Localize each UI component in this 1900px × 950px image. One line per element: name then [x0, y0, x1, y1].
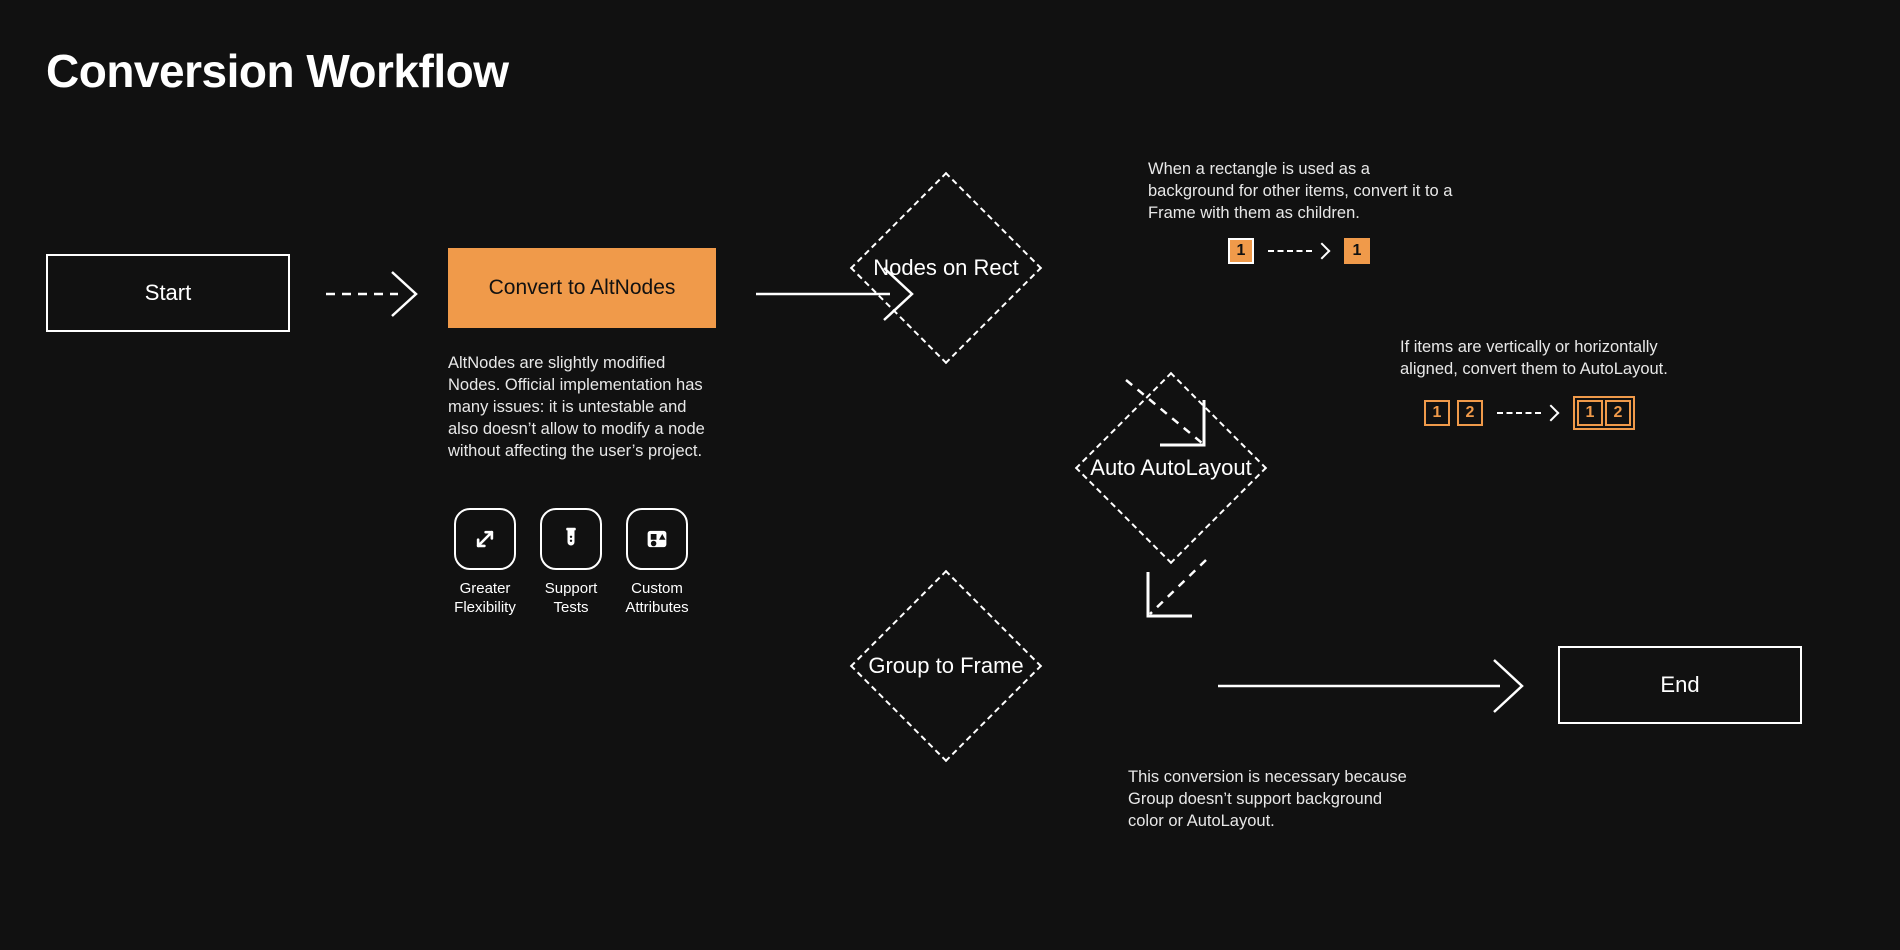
edge-start-to-convert	[326, 271, 418, 317]
annotation-nodes-on-rect-illustration: 1 1	[1228, 238, 1370, 264]
node-end[interactable]: End	[1558, 646, 1802, 724]
shapes-icon	[647, 530, 667, 548]
node-convert-to-altnodes[interactable]: Convert to AltNodes	[448, 248, 716, 328]
badge-before-1: 1	[1424, 400, 1450, 426]
convert-description: AltNodes are slightly modified Nodes. Of…	[448, 354, 705, 460]
badge-after-1: 1	[1577, 400, 1603, 426]
node-auto-autolayout[interactable]: Auto AutoLayout	[1074, 371, 1268, 565]
feature-label: Custom Attributes	[625, 580, 689, 616]
badge-before-2: 2	[1457, 400, 1483, 426]
node-auto-autolayout-label: Auto AutoLayout	[1090, 455, 1252, 480]
node-start[interactable]: Start	[46, 254, 290, 332]
feature-list: Greater Flexibility Support Tests	[452, 508, 690, 617]
mini-arrow-icon	[1497, 404, 1560, 422]
node-nodes-on-rect[interactable]: Nodes on Rect	[849, 171, 1043, 365]
node-nodes-on-rect-label: Nodes on Rect	[873, 255, 1019, 280]
annotation-nodes-on-rect: When a rectangle is used as a background…	[1148, 160, 1453, 222]
feature-label: Greater Flexibility	[454, 580, 516, 616]
badge-before-1: 1	[1228, 238, 1254, 264]
page-title: Conversion Workflow	[46, 45, 509, 97]
expand-arrows-icon	[476, 530, 494, 548]
feature-label: Support Tests	[544, 580, 598, 616]
annotation-auto-autolayout: If items are vertically or horizontally …	[1400, 338, 1668, 378]
badges-before-group: 1 2	[1424, 400, 1483, 426]
edge-grouptoframe-to-end	[1218, 659, 1524, 713]
test-tube-icon	[566, 527, 576, 546]
badge-after-1: 1	[1344, 238, 1370, 264]
edge-autoautolayout-to-grouptoframe	[1146, 559, 1207, 618]
node-group-to-frame-label: Group to Frame	[868, 653, 1024, 678]
feature-tile	[454, 508, 516, 570]
annotation-auto-autolayout-illustration: 1 2 1 2	[1424, 396, 1635, 430]
feature-support-tests[interactable]: Support Tests	[538, 508, 604, 617]
badge-after-2: 2	[1605, 400, 1631, 426]
node-start-label: Start	[144, 280, 192, 305]
mini-arrow-icon	[1268, 242, 1331, 260]
annotation-group-to-frame: This conversion is necessary because Gro…	[1128, 768, 1407, 830]
badges-after-frame: 1 2	[1573, 396, 1635, 430]
feature-greater-flexibility[interactable]: Greater Flexibility	[452, 508, 518, 617]
node-end-label: End	[1660, 672, 1700, 697]
feature-tile	[540, 508, 602, 570]
feature-custom-attributes[interactable]: Custom Attributes	[624, 508, 690, 617]
node-convert-label: Convert to AltNodes	[488, 276, 676, 299]
node-group-to-frame[interactable]: Group to Frame	[849, 569, 1043, 763]
feature-tile	[626, 508, 688, 570]
